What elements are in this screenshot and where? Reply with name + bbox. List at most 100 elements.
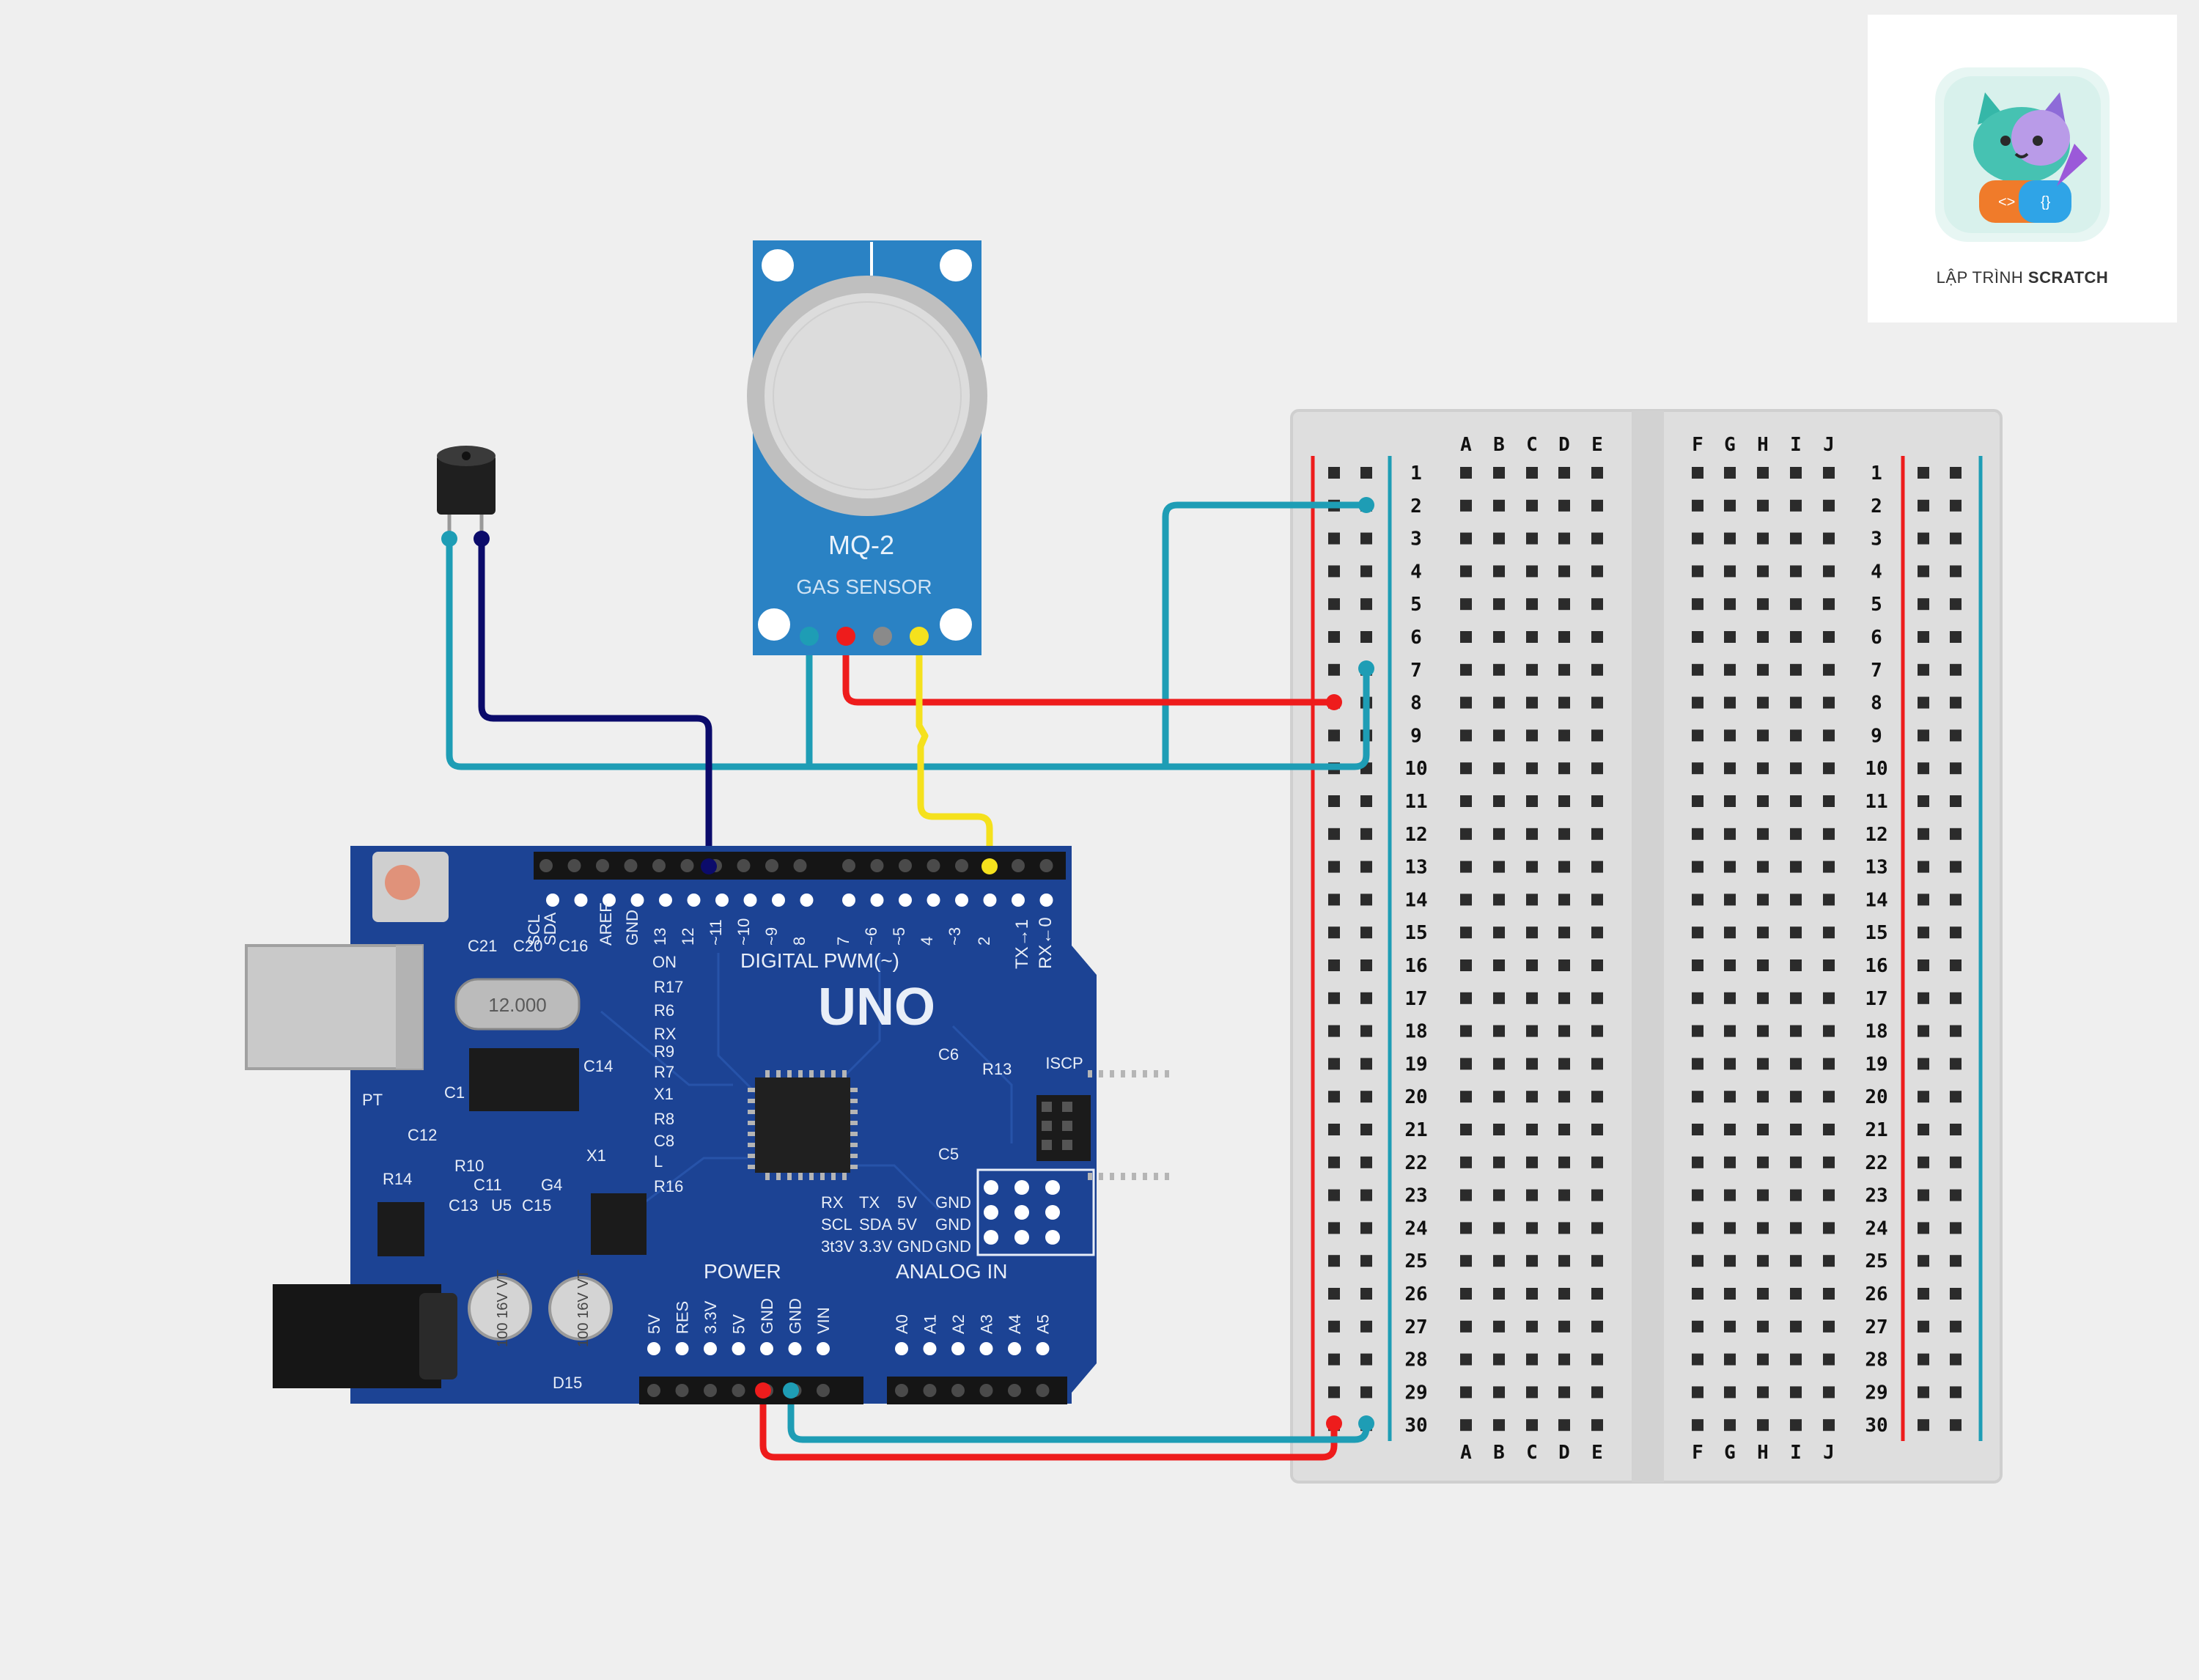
breadboard-hole[interactable] (1591, 696, 1603, 709)
breadboard-hole[interactable] (1328, 1353, 1340, 1366)
breadboard-hole[interactable] (1493, 828, 1505, 840)
breadboard-hole[interactable] (1493, 598, 1505, 611)
breadboard-hole[interactable] (1558, 1025, 1570, 1037)
breadboard-hole[interactable] (1360, 1222, 1372, 1234)
breadboard-hole[interactable] (1918, 565, 1929, 578)
breadboard-hole[interactable] (1460, 926, 1472, 939)
breadboard-hole[interactable] (1724, 696, 1736, 709)
breadboard-hole[interactable] (1460, 1156, 1472, 1168)
breadboard-hole[interactable] (1460, 631, 1472, 643)
breadboard-hole[interactable] (1823, 1386, 1835, 1399)
breadboard-hole[interactable] (1360, 828, 1372, 840)
breadboard-hole[interactable] (1460, 894, 1472, 906)
breadboard-hole[interactable] (1591, 1189, 1603, 1201)
breadboard-hole[interactable] (1790, 1320, 1802, 1333)
breadboard-hole[interactable] (1591, 795, 1603, 807)
breadboard-hole[interactable] (1724, 631, 1736, 643)
breadboard-hole[interactable] (1724, 959, 1736, 971)
header-pin[interactable] (1008, 1384, 1021, 1397)
breadboard-hole[interactable] (1460, 959, 1472, 971)
header-pin[interactable] (1012, 859, 1025, 872)
breadboard-hole[interactable] (1918, 1156, 1929, 1168)
sensor-digital-out-wire[interactable] (916, 633, 993, 870)
breadboard-hole[interactable] (1918, 1353, 1929, 1366)
breadboard-hole[interactable] (1724, 1222, 1736, 1234)
breadboard-hole[interactable] (1591, 762, 1603, 775)
breadboard-hole[interactable] (1823, 992, 1835, 1004)
breadboard-hole[interactable] (1558, 663, 1570, 676)
breadboard-hole[interactable] (1692, 762, 1703, 775)
breadboard-hole[interactable] (1823, 1288, 1835, 1300)
breadboard-hole[interactable] (1757, 1222, 1769, 1234)
breadboard-hole[interactable] (1724, 532, 1736, 545)
breadboard-hole[interactable] (1790, 828, 1802, 840)
breadboard-hole[interactable] (1692, 467, 1703, 479)
breadboard-hole[interactable] (1526, 1058, 1538, 1070)
breadboard-hole[interactable] (1950, 1058, 1962, 1070)
breadboard-hole[interactable] (1790, 1025, 1802, 1037)
breadboard-hole[interactable] (1757, 532, 1769, 545)
buzzer-gnd-wire[interactable] (446, 534, 1370, 770)
header-pin[interactable] (793, 859, 807, 872)
breadboard-hole[interactable] (1460, 1222, 1472, 1234)
breadboard-hole[interactable] (1757, 1419, 1769, 1432)
breadboard-hole[interactable] (1950, 1156, 1962, 1168)
sensor-pin-dout[interactable] (910, 627, 929, 646)
breadboard-hole[interactable] (1823, 1320, 1835, 1333)
breadboard-hole[interactable] (1460, 467, 1472, 479)
breadboard-hole[interactable] (1757, 467, 1769, 479)
breadboard-hole[interactable] (1460, 1025, 1472, 1037)
breadboard-hole[interactable] (1823, 861, 1835, 873)
breadboard-hole[interactable] (1526, 532, 1538, 545)
breadboard-hole[interactable] (1950, 631, 1962, 643)
breadboard-hole[interactable] (1360, 926, 1372, 939)
breadboard-hole[interactable] (1493, 1320, 1505, 1333)
breadboard-hole[interactable] (1591, 729, 1603, 742)
header-pin[interactable] (923, 1384, 937, 1397)
breadboard-hole[interactable] (1692, 1124, 1703, 1135)
breadboard-hole[interactable] (1918, 1386, 1929, 1399)
breadboard-hole[interactable] (1460, 729, 1472, 742)
breadboard-hole[interactable] (1790, 565, 1802, 578)
header-pin[interactable] (596, 859, 609, 872)
breadboard-hole[interactable] (1558, 926, 1570, 939)
breadboard-hole[interactable] (1460, 696, 1472, 709)
breadboard-hole[interactable] (1526, 598, 1538, 611)
breadboard-hole[interactable] (1790, 926, 1802, 939)
breadboard-hole[interactable] (1558, 1058, 1570, 1070)
breadboard-hole[interactable] (1591, 467, 1603, 479)
breadboard-hole[interactable] (1724, 1156, 1736, 1168)
sensor-pin-vcc[interactable] (836, 627, 855, 646)
breadboard-hole[interactable] (1823, 795, 1835, 807)
breadboard-hole[interactable] (1790, 1419, 1802, 1432)
breadboard-hole[interactable] (1558, 499, 1570, 512)
breadboard-hole[interactable] (1591, 992, 1603, 1004)
breadboard-hole[interactable] (1460, 1058, 1472, 1070)
header-pin[interactable] (842, 859, 855, 872)
breadboard-hole[interactable] (1918, 631, 1929, 643)
breadboard-hole[interactable] (1692, 631, 1703, 643)
breadboard-hole[interactable] (1823, 1156, 1835, 1168)
breadboard-hole[interactable] (1790, 631, 1802, 643)
rail-gnd-bridge-wire[interactable] (1162, 501, 1370, 770)
breadboard-hole[interactable] (1591, 1025, 1603, 1037)
breadboard-hole[interactable] (1757, 598, 1769, 611)
breadboard-hole[interactable] (1790, 729, 1802, 742)
breadboard-hole[interactable] (1460, 1353, 1472, 1366)
breadboard-hole[interactable] (1328, 1025, 1340, 1037)
breadboard-hole[interactable] (1823, 1222, 1835, 1234)
breadboard-hole[interactable] (1790, 1386, 1802, 1399)
breadboard-hole[interactable] (1591, 598, 1603, 611)
breadboard-hole[interactable] (1526, 992, 1538, 1004)
header-pin[interactable] (955, 859, 968, 872)
breadboard-hole[interactable] (1950, 992, 1962, 1004)
breadboard-hole[interactable] (1460, 565, 1472, 578)
breadboard-hole[interactable] (1757, 992, 1769, 1004)
buzzer[interactable] (437, 446, 496, 547)
breadboard-hole[interactable] (1493, 894, 1505, 906)
breadboard-hole[interactable] (1526, 1320, 1538, 1333)
breadboard-hole[interactable] (1692, 1386, 1703, 1399)
header-pin[interactable] (567, 859, 581, 872)
breadboard-hole[interactable] (1460, 1320, 1472, 1333)
breadboard-hole[interactable] (1360, 1025, 1372, 1037)
